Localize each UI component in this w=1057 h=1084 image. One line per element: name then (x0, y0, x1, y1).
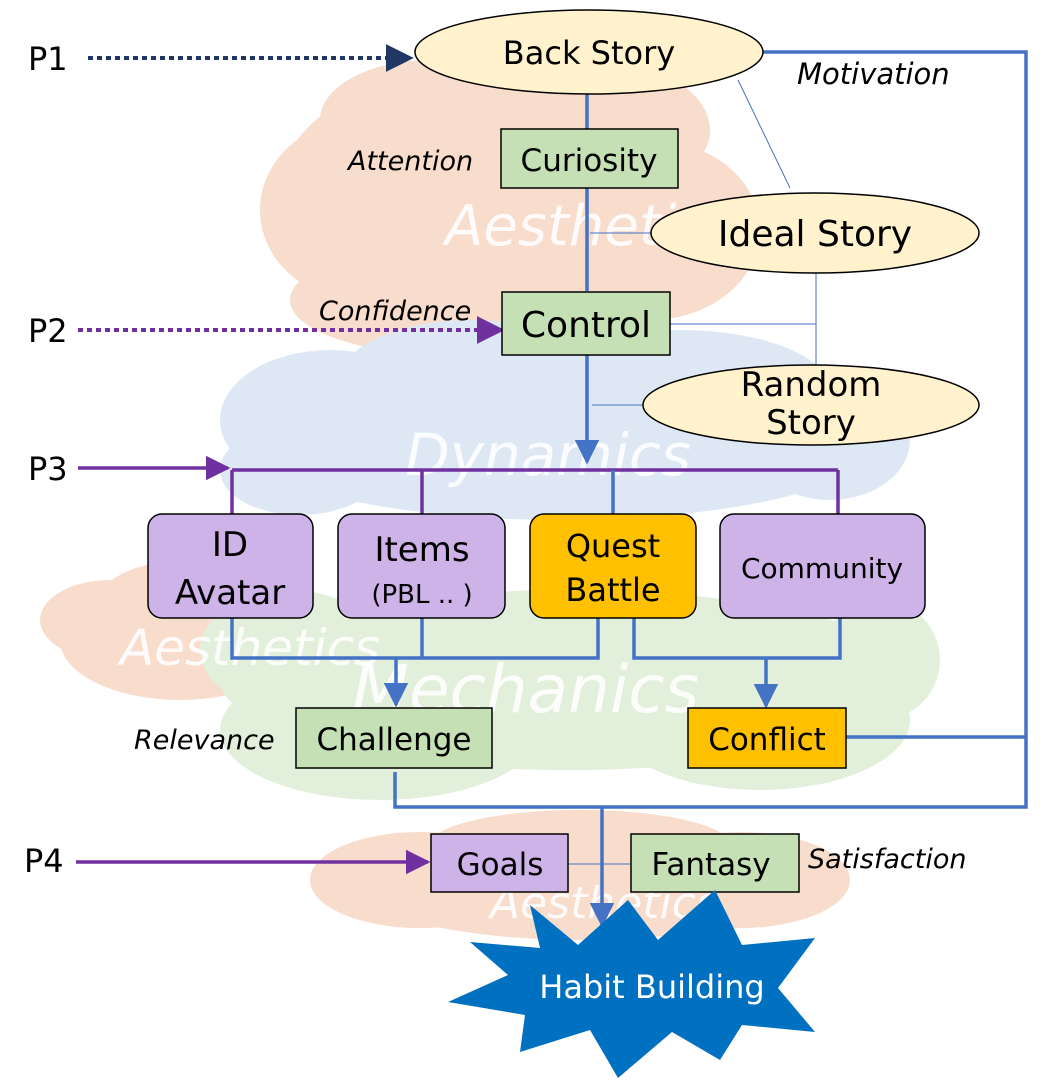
svg-text:Story: Story (766, 403, 856, 443)
p1-label: P1 (28, 40, 68, 78)
conflict-box: Conflict (687, 707, 847, 769)
svg-text:Ideal Story: Ideal Story (718, 214, 912, 255)
relevance-label: Relevance (134, 725, 275, 756)
svg-text:Curiosity: Curiosity (521, 143, 658, 179)
mechanics-connectors (230, 618, 842, 709)
svg-text:Items: Items (374, 530, 469, 570)
quest-battle-box: Quest Battle (529, 513, 697, 619)
random-story-node: Random Story (642, 364, 980, 446)
challenge-box: Challenge (295, 707, 493, 769)
satisfaction-label: Satisfaction (808, 844, 966, 875)
svg-text:(PBL .. ): (PBL .. ) (371, 580, 472, 610)
p3-bus (230, 468, 840, 514)
p2-label: P2 (28, 312, 68, 350)
p4-label: P4 (24, 842, 64, 880)
svg-text:Control: Control (521, 305, 651, 346)
control-box: Control (501, 291, 671, 356)
confidence-label: Confidence (319, 296, 471, 327)
svg-text:Community: Community (741, 552, 903, 585)
p3-label: P3 (28, 450, 68, 488)
motivation-label: Motivation (797, 57, 950, 91)
svg-text:Goals: Goals (457, 847, 544, 883)
svg-text:Quest: Quest (566, 527, 660, 565)
svg-text:Back Story: Back Story (503, 34, 675, 72)
aesthetics-left-word: Aesthetics (117, 619, 380, 677)
svg-text:ID: ID (212, 525, 248, 565)
fantasy-box: Fantasy (630, 833, 800, 893)
items-box: Items (PBL .. ) (337, 513, 506, 619)
svg-text:Habit Building: Habit Building (539, 968, 764, 1006)
svg-text:Challenge: Challenge (317, 722, 472, 758)
curiosity-box: Curiosity (500, 128, 679, 189)
attention-label: Attention (346, 146, 473, 177)
dynamics-word: Dynamics (405, 421, 691, 489)
svg-text:Fantasy: Fantasy (651, 847, 770, 883)
back-story-node: Back Story (414, 9, 764, 95)
main-flow (393, 50, 1028, 928)
svg-text:Battle: Battle (565, 571, 660, 609)
story-links (568, 79, 817, 865)
svg-text:Conflict: Conflict (708, 722, 826, 758)
svg-text:Avatar: Avatar (175, 573, 285, 613)
ideal-story-node: Ideal Story (650, 192, 980, 274)
habit-building-burst: Habit Building (448, 890, 815, 1078)
svg-text:Random: Random (741, 365, 882, 405)
community-box: Community (719, 513, 926, 619)
goals-box: Goals (430, 833, 569, 893)
id-avatar-box: ID Avatar (147, 513, 314, 619)
